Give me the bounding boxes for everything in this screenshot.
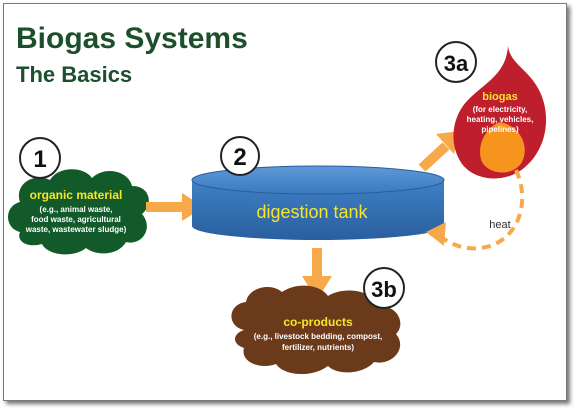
biogas-detail-1: (for electricity, bbox=[473, 105, 528, 114]
coproducts-cloud bbox=[231, 285, 401, 375]
organic-material-cloud bbox=[8, 169, 149, 255]
organic-material-node: 1 organic material (e.g., animal waste, … bbox=[8, 137, 149, 255]
step-3a-number: 3a bbox=[444, 51, 469, 76]
coproducts-detail-2: fertilizer, nutrients) bbox=[282, 343, 354, 352]
page-subtitle: The Basics bbox=[16, 62, 132, 87]
digestion-tank-top bbox=[191, 165, 445, 195]
organic-material-detail-2: food waste, agricultural bbox=[31, 215, 121, 224]
heat-label: heat bbox=[489, 219, 510, 231]
step-1-badge bbox=[19, 137, 61, 179]
step-3b-badge bbox=[363, 267, 405, 309]
organic-material-detail-1: (e.g., animal waste, bbox=[40, 205, 113, 214]
coproducts-title: co-products bbox=[283, 315, 353, 329]
biogas-node: 3a biogas (for electricity, heating, veh… bbox=[435, 41, 547, 179]
step-3b-number: 3b bbox=[371, 277, 397, 302]
biogas-detail-3: pipelines) bbox=[481, 125, 519, 134]
step-1-number: 1 bbox=[33, 146, 46, 173]
coproducts-detail-1: (e.g., livestock bedding, compost, bbox=[254, 332, 382, 341]
biogas-detail-2: heating, vehicles, bbox=[467, 115, 534, 124]
page-title: Biogas Systems bbox=[16, 22, 248, 55]
biogas-flame-inner bbox=[480, 122, 525, 173]
step-2-badge bbox=[220, 136, 260, 176]
organic-material-detail-3: waste, wastewater sludge) bbox=[25, 225, 127, 234]
step-3a-badge bbox=[435, 41, 477, 83]
digestion-tank-node: 2 digestion tank bbox=[191, 136, 445, 240]
digestion-tank-body bbox=[192, 180, 444, 240]
digestion-tank-label: digestion tank bbox=[256, 202, 368, 222]
biogas-title: biogas bbox=[482, 91, 517, 103]
heat-return-arrow: heat bbox=[426, 169, 525, 251]
organic-material-title: organic material bbox=[30, 188, 123, 202]
step-2-number: 2 bbox=[233, 144, 246, 171]
coproducts-node: 3b co-products (e.g., livestock bedding,… bbox=[231, 267, 405, 375]
